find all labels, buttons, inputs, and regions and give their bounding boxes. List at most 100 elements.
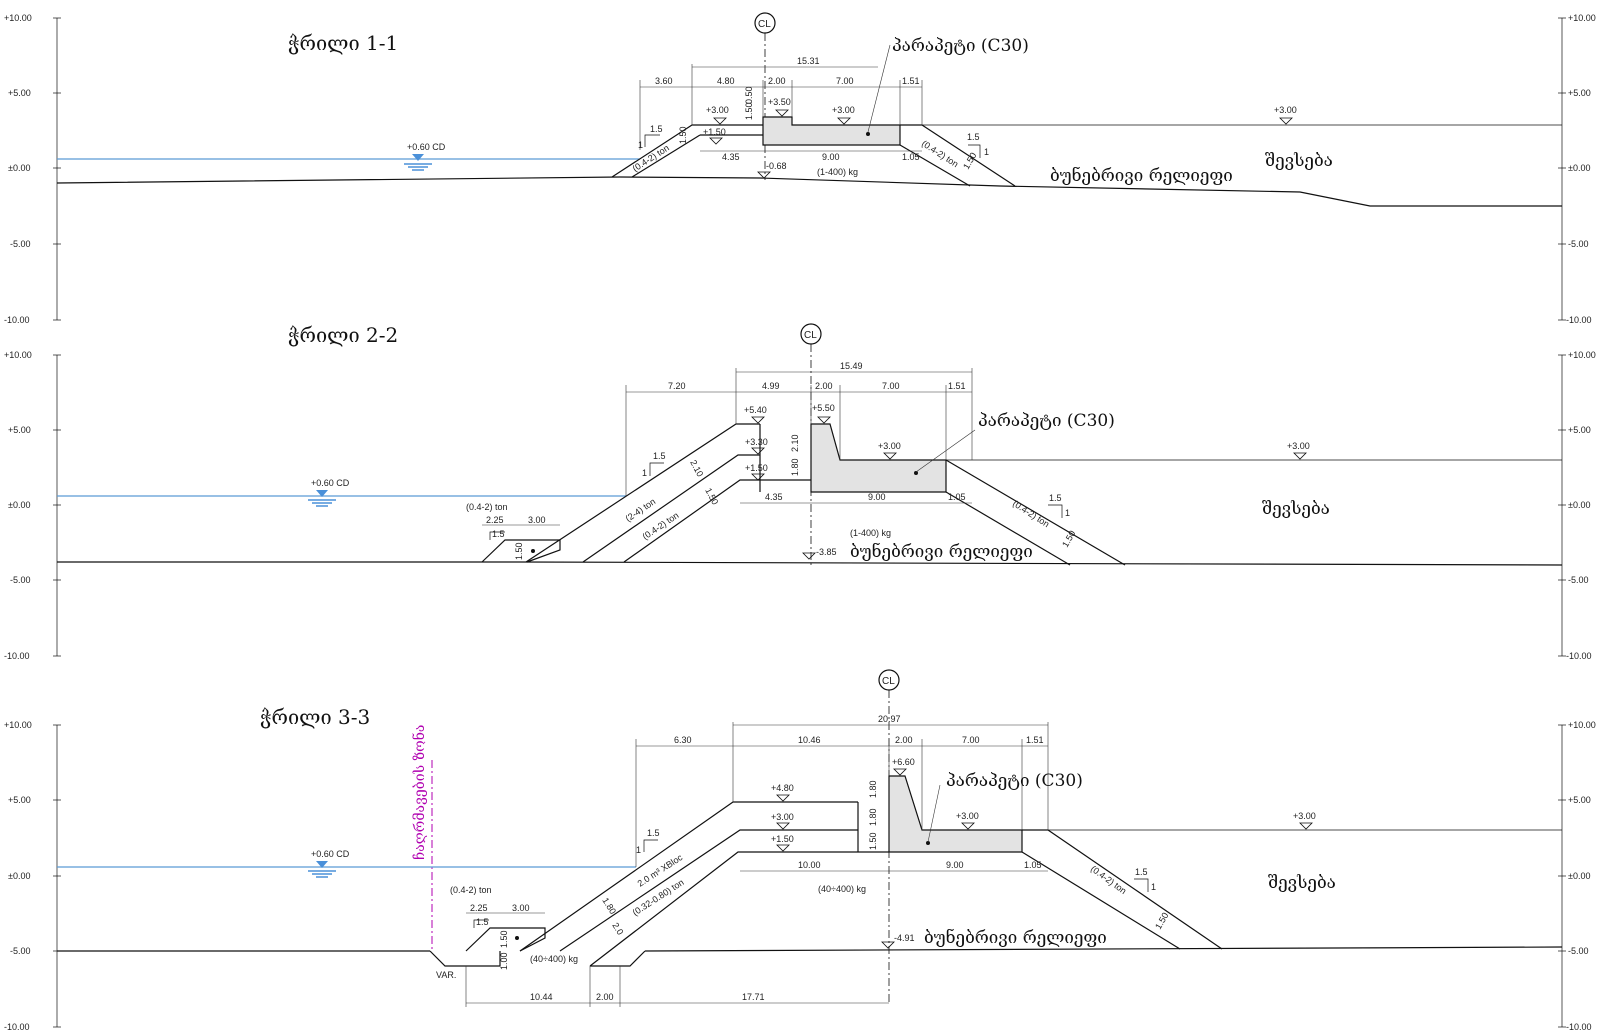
v-dim: 0.50 bbox=[744, 86, 754, 104]
tick: -5.00 bbox=[10, 239, 31, 249]
elev-wall: +3.50 bbox=[768, 97, 791, 107]
elev-marker bbox=[776, 794, 790, 802]
armour-r: (0.4-2) ton bbox=[1011, 498, 1051, 529]
elev-marker bbox=[883, 452, 897, 460]
slope-symbol bbox=[643, 839, 658, 852]
elev-marker bbox=[776, 844, 790, 852]
tick: +5.00 bbox=[8, 795, 31, 805]
dredge-trench bbox=[429, 950, 501, 967]
dim-bottom: 4.35 bbox=[765, 492, 783, 502]
dim-top: 1.51 bbox=[902, 76, 920, 86]
dim-top: 1.51 bbox=[948, 381, 966, 391]
dim-top: 1.51 bbox=[1026, 735, 1044, 745]
v-dim: 1.50 bbox=[868, 832, 878, 850]
elev-marker bbox=[709, 137, 723, 145]
slope-v: 1 bbox=[638, 140, 643, 150]
section2: ჭრილი 2-2 CL +0.60 CD 15.49 7.20 4.99 bbox=[57, 323, 1563, 566]
elev-marker bbox=[713, 117, 727, 125]
tick: +10.00 bbox=[4, 720, 32, 730]
tick: -10.00 bbox=[4, 315, 30, 325]
tick: +10.00 bbox=[4, 13, 32, 23]
core-toe: (40÷400) kg bbox=[530, 954, 578, 964]
section2-axes: +10.00 +5.00 ±0.00 -5.00 -10.00 +10.00 +… bbox=[4, 350, 1596, 661]
tick: +5.00 bbox=[8, 88, 31, 98]
tick: +10.00 bbox=[4, 350, 32, 360]
v-dim: 2.10 bbox=[790, 434, 800, 452]
water-symbol bbox=[308, 490, 336, 507]
thick: 1.80 bbox=[600, 896, 618, 916]
tick: -5.00 bbox=[1568, 575, 1589, 585]
slope-symbol bbox=[644, 134, 660, 147]
tick: -5.00 bbox=[1568, 946, 1589, 956]
core-label: (1-400) kg bbox=[817, 167, 858, 177]
dim-top: 2.00 bbox=[768, 76, 786, 86]
thick: 1.50 bbox=[703, 486, 720, 506]
slope-h: 1.5 bbox=[1049, 493, 1062, 503]
dim-total: 15.49 bbox=[840, 361, 863, 371]
seaward-slope-mid bbox=[582, 454, 760, 563]
toe-h: 1.50 bbox=[499, 930, 509, 948]
tick: -5.00 bbox=[1568, 239, 1589, 249]
elev-crest: +4.80 bbox=[771, 783, 794, 793]
parapet-wall bbox=[810, 423, 947, 493]
dim-total: 15.31 bbox=[797, 56, 820, 66]
dim-top: 4.80 bbox=[717, 76, 735, 86]
elev-marker bbox=[1299, 822, 1313, 830]
elev-fill: +3.00 bbox=[878, 441, 901, 451]
seaward-slope-outer bbox=[525, 423, 760, 563]
elev-marker bbox=[817, 416, 831, 424]
core-label: (1-400) kg bbox=[850, 528, 891, 538]
slope-symbol bbox=[968, 144, 981, 158]
elev-fill-r: +3.00 bbox=[1287, 441, 1310, 451]
dim-bottom: 1.05 bbox=[948, 492, 966, 502]
elev-marker bbox=[802, 552, 816, 560]
parapet-leader bbox=[927, 784, 941, 843]
toe-dim: 3.00 bbox=[528, 515, 546, 525]
tick: ±0.00 bbox=[1568, 871, 1590, 881]
seaward-slope-inner bbox=[589, 851, 889, 967]
elev-marker bbox=[776, 822, 790, 830]
thick: 2.10 bbox=[688, 458, 705, 478]
water-level: +0.60 CD bbox=[311, 478, 350, 488]
section1: ჭრილი 1-1 CL +0.60 CD 15.31 3.60 4.80 bbox=[56, 12, 1562, 207]
dim-bottom: 10.00 bbox=[798, 860, 821, 870]
section1-axes: +10.00 +5.00 ±0.00 -5.00 -10.00 +10.00 +… bbox=[4, 13, 1596, 325]
toe-dot bbox=[531, 549, 535, 553]
seaward-slope-inner bbox=[623, 479, 811, 563]
section2-title: ჭრილი 2-2 bbox=[288, 323, 398, 347]
tick: +5.00 bbox=[8, 425, 31, 435]
parapet-wall bbox=[762, 116, 901, 146]
dim-top: 7.20 bbox=[668, 381, 686, 391]
dim-top: 7.00 bbox=[962, 735, 980, 745]
slope-h: 1.5 bbox=[1135, 867, 1148, 877]
slope-symbol bbox=[649, 462, 664, 476]
tick: ±0.00 bbox=[1568, 163, 1590, 173]
slope-h: 1.5 bbox=[967, 132, 980, 142]
v-dim: 1.80 bbox=[868, 780, 878, 798]
water-symbol bbox=[404, 154, 432, 171]
bottom-dim: 10.44 bbox=[530, 992, 553, 1002]
elev-fill: +3.00 bbox=[956, 811, 979, 821]
seaward-slope-mid bbox=[559, 829, 858, 952]
parapet-label: პარაპეტი (C30) bbox=[892, 36, 1029, 56]
elev-marker bbox=[961, 822, 975, 830]
elev-marker bbox=[893, 768, 907, 776]
dim-bottom: 1.05 bbox=[1024, 860, 1042, 870]
toe-dot bbox=[515, 936, 519, 940]
thick: 1.50 bbox=[678, 126, 688, 144]
elev-fill: +3.00 bbox=[1274, 105, 1297, 115]
tick: +10.00 bbox=[1568, 720, 1596, 730]
dredge-label: ჩაღრმავების ზონა bbox=[410, 725, 428, 861]
elev-base: -0.68 bbox=[766, 161, 787, 171]
parapet-leader bbox=[867, 44, 891, 133]
tick: ±0.00 bbox=[8, 163, 30, 173]
tick: +10.00 bbox=[1568, 350, 1596, 360]
fill-label: შევსება bbox=[1268, 873, 1336, 893]
tick: +10.00 bbox=[1568, 13, 1596, 23]
water-level: +0.60 CD bbox=[407, 142, 446, 152]
elev-marker bbox=[881, 941, 895, 949]
dim-top: 4.99 bbox=[762, 381, 780, 391]
elev-fill-r: +3.00 bbox=[1293, 811, 1316, 821]
toe-armour: (0.4-2) ton bbox=[466, 502, 508, 512]
tick: -10.00 bbox=[4, 651, 30, 661]
